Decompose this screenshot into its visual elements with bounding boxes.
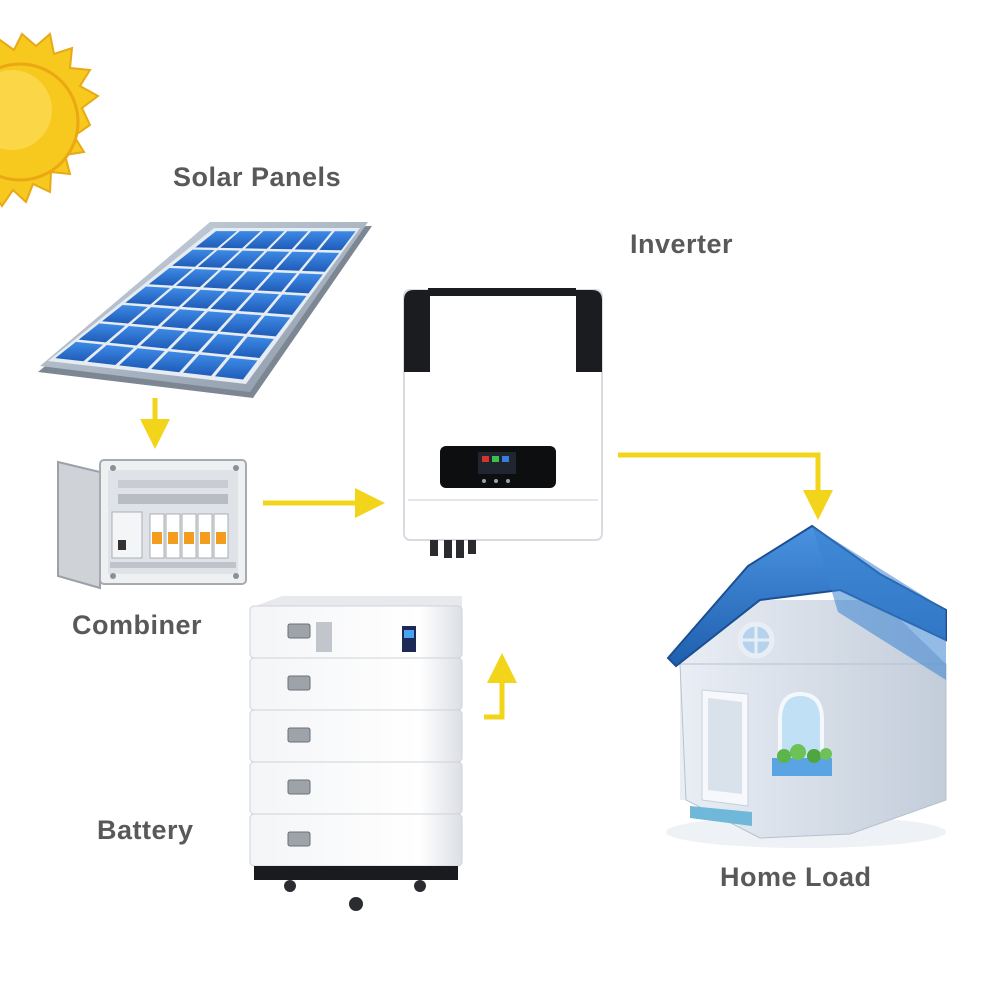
solar-cell	[87, 345, 134, 365]
solar-cell	[148, 268, 193, 286]
arrow-battery-to-inverter	[484, 653, 517, 720]
solar-cell	[294, 231, 332, 250]
solar-cell	[182, 289, 225, 309]
breaker-switch	[216, 532, 226, 544]
solar-cell	[125, 286, 170, 305]
solar-cells	[55, 231, 356, 380]
house-icon	[666, 524, 947, 848]
solar-cell	[153, 288, 198, 307]
solar-cell	[183, 354, 227, 376]
combiner-box-icon	[57, 459, 247, 590]
breaker-switch	[200, 532, 210, 544]
breaker-switch	[152, 532, 162, 544]
solar-cell	[102, 304, 148, 324]
solar-cell	[301, 252, 340, 272]
sun-icon	[0, 32, 100, 208]
solar-cell	[276, 251, 315, 271]
inverter-label: Inverter	[630, 229, 734, 259]
home-load-label: Home Load	[720, 862, 872, 892]
solar-panels-label: Solar Panels	[173, 162, 342, 192]
solar-cell	[220, 231, 261, 249]
solar-cell	[140, 328, 185, 349]
solar-cell	[109, 326, 156, 346]
solar-cell	[267, 294, 307, 315]
battery-stack-icon	[249, 596, 463, 911]
solar-cell	[161, 309, 205, 329]
combiner-label: Combiner	[72, 610, 203, 640]
solar-cell	[284, 273, 323, 294]
battery-label: Battery	[97, 815, 194, 845]
breaker-switch	[168, 532, 178, 544]
solar-cell	[190, 311, 234, 332]
solar-cell	[249, 315, 291, 337]
solar-cell	[175, 269, 219, 288]
solar-cell	[201, 334, 245, 355]
solar-cell	[170, 331, 215, 352]
solar-cell	[172, 249, 215, 267]
solar-cell	[224, 250, 265, 269]
solar-cell	[238, 292, 280, 313]
solar-cell	[220, 313, 262, 334]
solar-panel-icon	[38, 222, 372, 398]
solar-cell	[250, 251, 290, 270]
solar-cell	[232, 336, 274, 358]
breaker-switch	[184, 532, 194, 544]
solar-cell	[245, 231, 285, 249]
solar-cell	[119, 348, 165, 369]
solar-cell	[198, 250, 240, 268]
solar-cell	[203, 270, 245, 289]
solar-cell	[210, 291, 252, 311]
solar-cell	[230, 271, 271, 291]
arrow-inverter-to-home	[618, 452, 833, 520]
solar-cell	[257, 272, 297, 292]
solar-cell	[269, 231, 309, 250]
solar-cell	[55, 341, 104, 362]
solar-cell	[214, 357, 258, 380]
solar-cell	[78, 323, 126, 343]
solar-cell	[195, 231, 237, 248]
inverter-icon	[403, 288, 603, 558]
solar-cell	[131, 307, 177, 327]
solar-cell	[319, 231, 356, 251]
solar-cell	[151, 351, 196, 373]
